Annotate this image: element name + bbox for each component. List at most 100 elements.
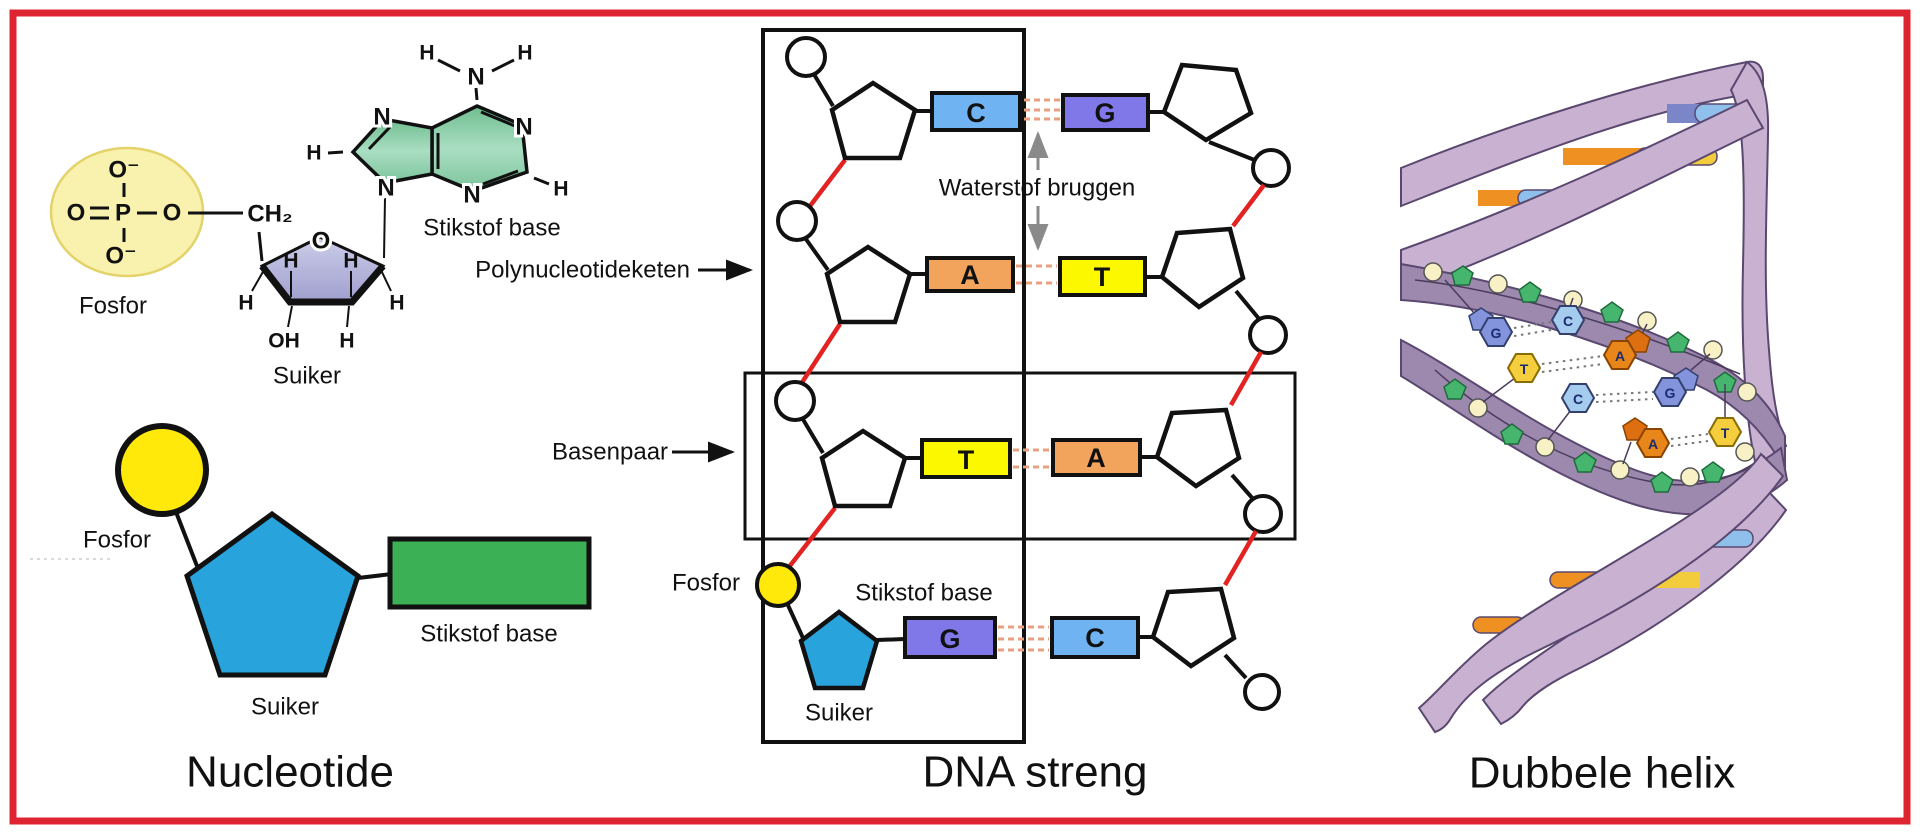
dna-streng-title: DNA streng	[923, 748, 1148, 797]
base-letter: G	[939, 624, 960, 654]
base-rect-c	[1050, 616, 1140, 659]
sugar-ring: CH₂ O H H H H OH H Suiker	[238, 201, 404, 390]
waterstof-label: Waterstof bruggen	[939, 175, 1136, 202]
basenpaar-box	[743, 371, 1297, 541]
polynucleotide-box	[761, 28, 1026, 744]
base-rect-g	[903, 616, 997, 659]
base-rect-t	[1058, 256, 1147, 297]
stikstof-base-label: Stikstof base	[420, 621, 557, 648]
phosphate-dot	[1488, 274, 1508, 294]
sugar-pentagon	[184, 510, 361, 678]
sugar-pentagon	[1154, 407, 1242, 489]
base-hexagon-a	[1602, 340, 1638, 370]
phosphate-circle	[785, 36, 827, 78]
hydrogen-bonds	[998, 98, 1060, 652]
sugar-dot	[1701, 461, 1725, 483]
phosphate-circle	[1248, 315, 1288, 355]
suiker-label: Suiker	[251, 694, 319, 721]
phosphate-group: O⁻ O P O O⁻ Fosfor	[49, 146, 243, 320]
annotations: Polynucleotideketen Waterstof bruggen Ba…	[475, 131, 1136, 466]
phosphate-circle	[1243, 494, 1283, 534]
phosphate-dot	[1680, 467, 1700, 487]
base-letter: A	[1086, 443, 1106, 473]
atom-h: H	[306, 142, 321, 165]
sugar-pentagon	[1159, 226, 1246, 310]
dubbele-helix-title: Dubbele helix	[1469, 749, 1736, 798]
nucleotide-title: Nucleotide	[186, 748, 394, 797]
polynucleotide-label: Polynucleotideketen	[475, 257, 690, 284]
atom-h: H	[283, 250, 298, 273]
atom-n-amino: N	[467, 64, 484, 91]
phosphate-dot	[1535, 437, 1555, 457]
helix-ribbon-bottom-front	[1417, 452, 1785, 734]
atom-oh: OH	[268, 330, 300, 353]
atom-h: H	[389, 292, 404, 315]
atom-o-top: O⁻	[108, 157, 139, 184]
base-letter: C	[966, 98, 986, 128]
atom-h: H	[553, 178, 568, 201]
phosphate-circle-yellow	[755, 562, 801, 608]
outer-frame	[9, 9, 1911, 825]
helix-base-letter: T	[1721, 425, 1730, 441]
atom-n9: N	[377, 175, 394, 202]
base-letter: C	[1085, 623, 1105, 653]
double-helix-panel: G C T A C G A T	[1400, 60, 1789, 734]
base-hexagon-c	[1550, 305, 1586, 335]
base-hexagon-t	[1506, 353, 1542, 383]
phosphate-circle	[115, 423, 209, 517]
atom-h: H	[238, 292, 253, 315]
purine-five-ring	[350, 117, 434, 185]
phosphate-dot	[1737, 382, 1757, 402]
base-letter: G	[1094, 98, 1115, 128]
phosphate-dot	[1423, 262, 1443, 282]
base-letter: A	[960, 260, 980, 290]
sugar-dot	[1500, 423, 1524, 445]
base-letter: T	[958, 445, 975, 475]
helix-backbone-lower-decor	[1443, 378, 1755, 493]
simple-nucleotide: Fosfor Suiker Stikstof base	[83, 423, 592, 721]
sugar-pentagon	[829, 80, 918, 161]
sugar-dot	[1666, 331, 1690, 353]
nucleotide-panel: O⁻ O P O O⁻ Fosfor CH₂ O H H H H OH H	[30, 42, 592, 797]
rung-bar	[1478, 190, 1522, 206]
sugar-pentagon	[1161, 62, 1254, 143]
sugar-pentagon	[819, 428, 908, 509]
base-hexagon-g	[1478, 317, 1514, 347]
helix-base-letter: C	[1563, 313, 1573, 329]
helix-ribbon-top-front	[1400, 98, 1765, 294]
base-hexagon-c	[1560, 383, 1596, 413]
atom-o-right: O	[163, 200, 182, 227]
base-rect-t	[920, 438, 1012, 479]
atom-h: H	[419, 42, 434, 65]
right-strand: G T A C	[1050, 62, 1291, 711]
base-rect-c	[930, 91, 1022, 132]
base-letter: T	[1094, 262, 1111, 292]
base-hexagon-t	[1707, 417, 1743, 447]
rung-bar	[1667, 104, 1699, 123]
suiker-label: Suiker	[273, 363, 341, 390]
atom-ch2: CH₂	[247, 201, 292, 228]
sugar-pentagon-blue	[798, 609, 880, 691]
left-strand: C A T G Fosfor Stikstof bas	[672, 36, 1022, 727]
atom-h: H	[339, 330, 354, 353]
helix-base-letter: A	[1615, 348, 1625, 364]
sugar-pentagon	[1150, 586, 1237, 669]
phosphate-dot	[1610, 460, 1630, 480]
atom-n3: N	[463, 182, 480, 209]
helix-ribbon-top-back	[1400, 60, 1764, 208]
helix-backbone-upper-decor	[1423, 262, 1757, 402]
phosphate-dot	[1735, 442, 1755, 462]
phosphate-circle	[1243, 673, 1281, 711]
sugar-dot	[1650, 471, 1674, 493]
basenpaar-label: Basenpaar	[552, 439, 668, 466]
atom-n1: N	[515, 114, 532, 141]
atom-ring-o: O	[312, 228, 331, 255]
atom-o-bottom: O⁻	[105, 243, 136, 270]
helix-base-letter: G	[1665, 385, 1676, 401]
sugar-dot	[1443, 378, 1467, 400]
stikstof-base-label: Stikstof base	[423, 215, 560, 242]
fosfor-label: Fosfor	[83, 527, 151, 554]
sugar-dot	[1451, 265, 1474, 286]
helix-base-letter: T	[1520, 361, 1529, 377]
